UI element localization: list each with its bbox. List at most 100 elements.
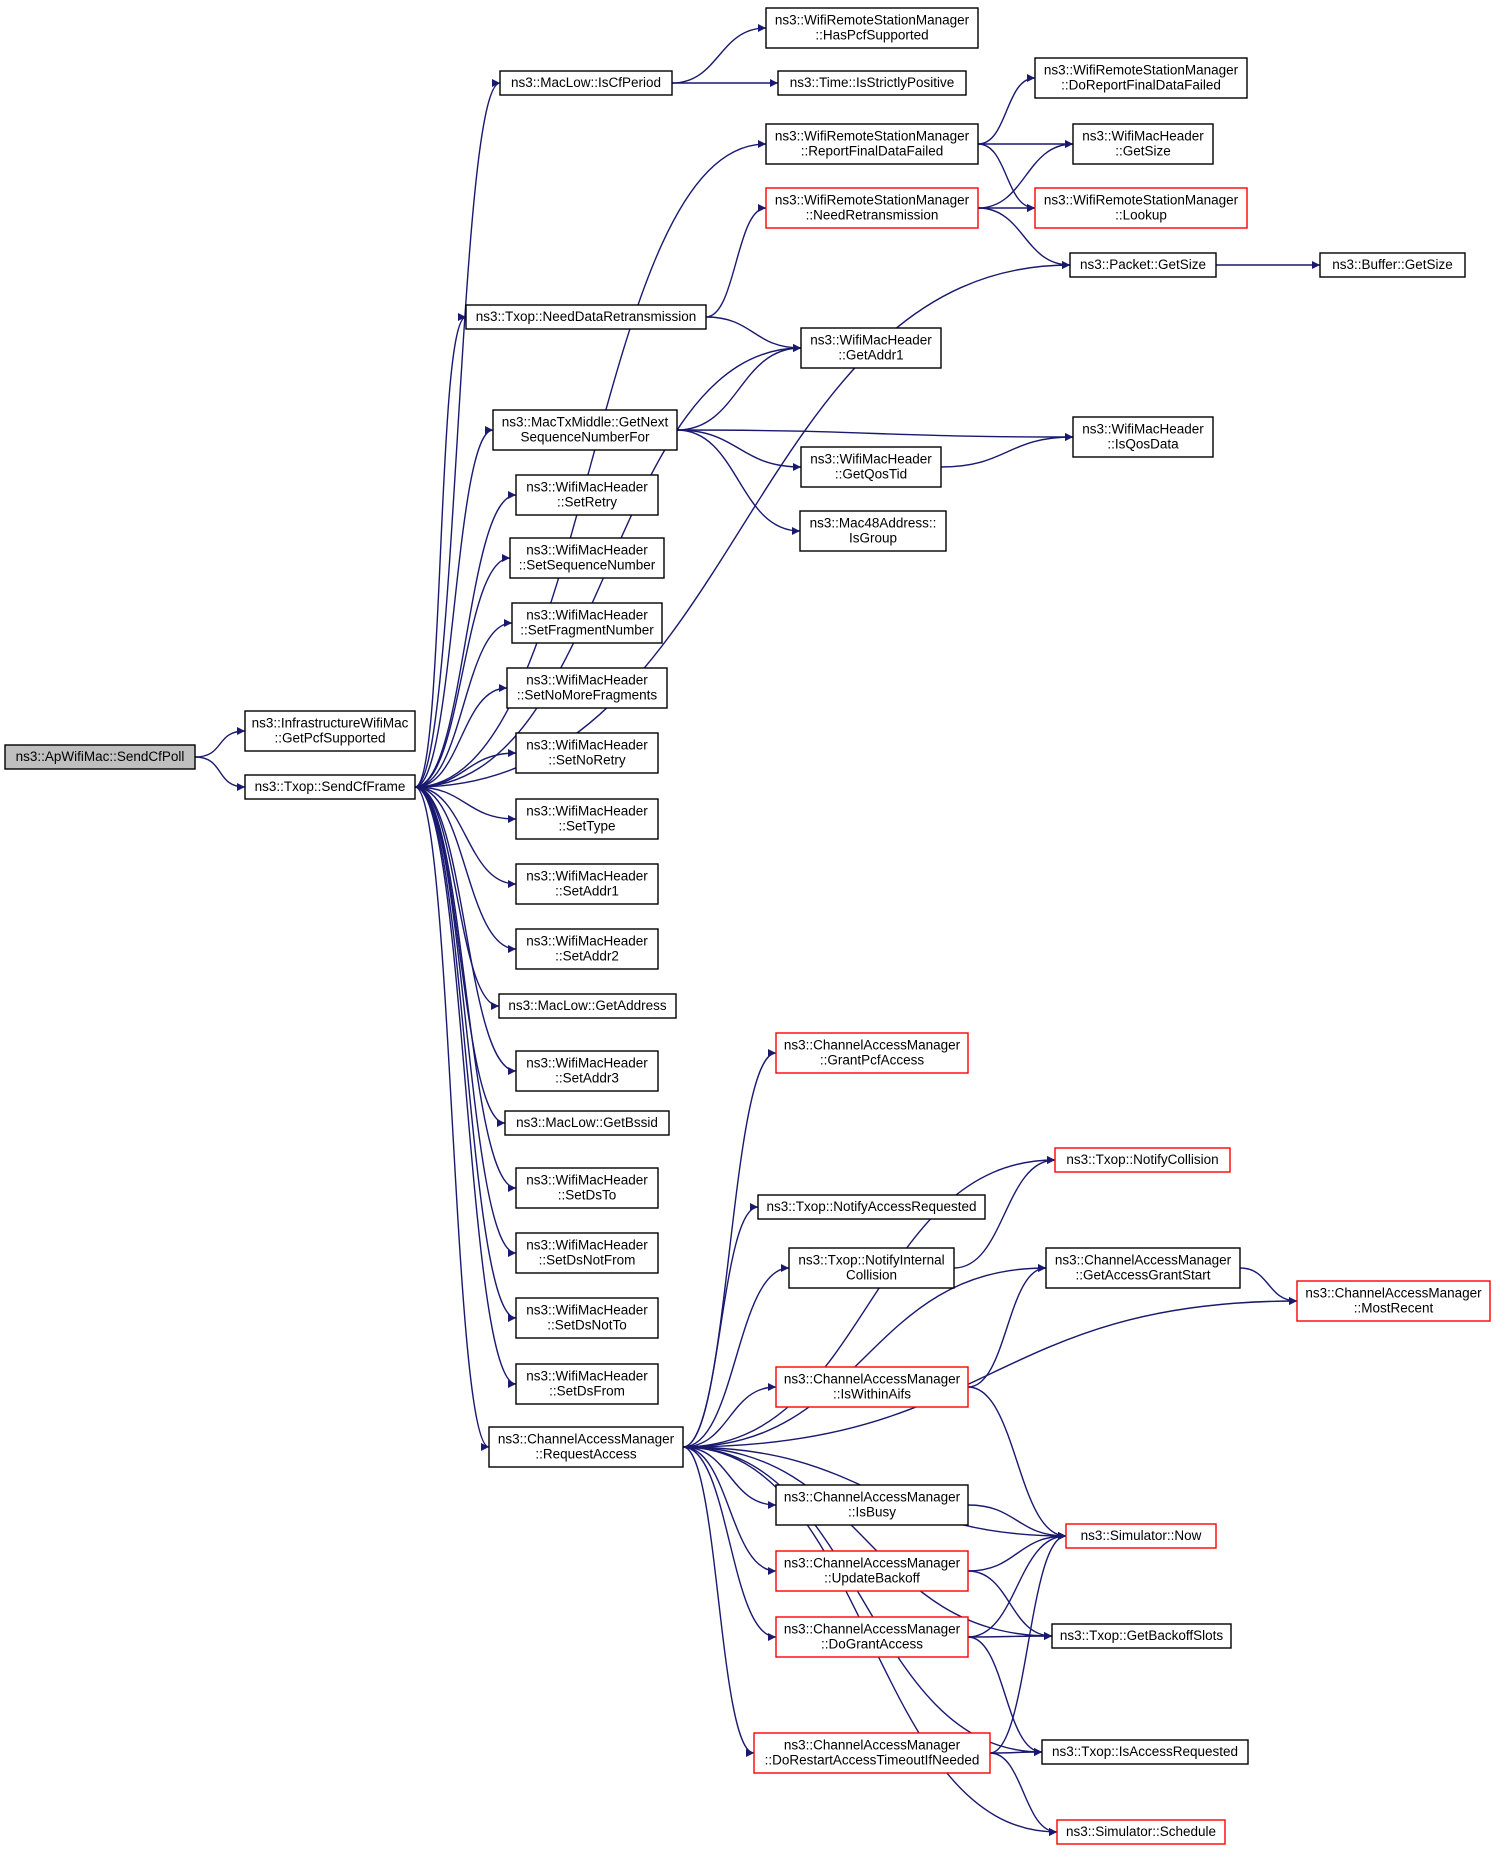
edge-withinaifs-to-simnow — [967, 1386, 1067, 1540]
edge — [940, 433, 1074, 468]
node-notifycol[interactable]: ns3::Txop::NotifyCollision — [1054, 1147, 1231, 1173]
node-isaccreq[interactable]: ns3::Txop::IsAccessRequested — [1041, 1739, 1249, 1765]
node-box — [788, 1247, 955, 1289]
node-mostrecent[interactable]: ns3::ChannelAccessManager::MostRecent — [1296, 1280, 1491, 1322]
edge-dorestart-to-simnow — [989, 1532, 1067, 1754]
node-box — [1056, 1819, 1226, 1845]
node-setaddr2[interactable]: ns3::WifiMacHeader::SetAddr2 — [515, 928, 659, 970]
node-setseq[interactable]: ns3::WifiMacHeader::SetSequenceNumber — [509, 537, 665, 579]
edge-sendcf-to-needdata — [414, 313, 467, 788]
node-withinaifs[interactable]: ns3::ChannelAccessManager::IsWithinAifs — [775, 1366, 969, 1408]
node-getpcf[interactable]: ns3::InfrastructureWifiMac::GetPcfSuppor… — [244, 710, 416, 752]
node-label: ns3::WifiMacHeader — [810, 452, 932, 467]
node-dorestart[interactable]: ns3::ChannelAccessManager::DoRestartAcce… — [753, 1732, 991, 1774]
edge-sendcf-to-setaddr2 — [414, 786, 517, 953]
edge-nextseq-to-isgroup — [676, 429, 801, 535]
node-label: ::SetAddr2 — [555, 949, 619, 964]
node-setnomore[interactable]: ns3::WifiMacHeader::SetNoMoreFragments — [506, 667, 668, 709]
node-label: ::HasPcfSupported — [815, 28, 928, 43]
node-label: ::SetDsFrom — [549, 1384, 625, 1399]
edge-needret-to-hdrsize — [977, 140, 1074, 209]
node-label: ns3::WifiMacHeader — [1082, 422, 1204, 437]
node-simnow[interactable]: ns3::Simulator::Now — [1065, 1523, 1217, 1549]
node-label: ns3::MacLow::GetBssid — [516, 1115, 658, 1130]
node-setdsfrom[interactable]: ns3::WifiMacHeader::SetDsFrom — [515, 1363, 659, 1405]
edge — [953, 1156, 1056, 1269]
node-lookup[interactable]: ns3::WifiRemoteStationManager::Lookup — [1034, 187, 1248, 229]
node-isgroup[interactable]: ns3::Mac48Address::IsGroup — [799, 510, 947, 552]
edge — [414, 786, 517, 1192]
node-label: ns3::ChannelAccessManager — [784, 1738, 961, 1753]
node-iscfp[interactable]: ns3::MacLow::IsCfPeriod — [499, 70, 673, 96]
node-box — [515, 928, 659, 970]
node-label: ns3::MacLow::IsCfPeriod — [511, 75, 661, 90]
node-needdata[interactable]: ns3::Txop::NeedDataRetransmission — [465, 304, 707, 330]
node-setretry[interactable]: ns3::WifiMacHeader::SetRetry — [515, 474, 659, 516]
node-repfin[interactable]: ns3::WifiRemoteStationManager::ReportFin… — [765, 123, 979, 165]
node-label: ns3::WifiMacHeader — [526, 1056, 648, 1071]
node-haspcf[interactable]: ns3::WifiRemoteStationManager::HasPcfSup… — [765, 7, 979, 49]
node-isbusy[interactable]: ns3::ChannelAccessManager::IsBusy — [775, 1484, 969, 1526]
node-label: ns3::WifiMacHeader — [526, 804, 648, 819]
node-box — [765, 123, 979, 165]
node-setdsto[interactable]: ns3::WifiMacHeader::SetDsTo — [515, 1167, 659, 1209]
node-label: ::GrantPcfAccess — [820, 1053, 925, 1068]
node-label: ns3::Time::IsStrictlyPositive — [790, 75, 955, 90]
node-box — [775, 1616, 969, 1658]
node-label: ns3::Txop::NotifyCollision — [1066, 1152, 1218, 1167]
node-box — [4, 744, 196, 770]
edge — [682, 1446, 755, 1757]
node-nextseq[interactable]: ns3::MacTxMiddle::GetNextSequenceNumberF… — [492, 409, 678, 451]
node-label: ns3::ChannelAccessManager — [498, 1432, 675, 1447]
node-label: ns3::WifiMacHeader — [526, 673, 648, 688]
node-reqacc[interactable]: ns3::ChannelAccessManager::RequestAccess — [488, 1426, 684, 1468]
node-notifyreq[interactable]: ns3::Txop::NotifyAccessRequested — [757, 1194, 986, 1220]
edge-sendcf-to-setaddr3 — [414, 786, 517, 1075]
node-backslots[interactable]: ns3::Txop::GetBackoffSlots — [1051, 1623, 1232, 1649]
node-grantpcf[interactable]: ns3::ChannelAccessManager::GrantPcfAcces… — [775, 1032, 969, 1074]
node-sendcf[interactable]: ns3::Txop::SendCfFrame — [244, 774, 416, 800]
node-hdrsize[interactable]: ns3::WifiMacHeader::GetSize — [1072, 123, 1214, 165]
edge — [967, 1264, 1047, 1388]
node-qostid[interactable]: ns3::WifiMacHeader::GetQosTid — [800, 446, 942, 488]
node-label: ns3::WifiMacHeader — [526, 1238, 648, 1253]
edge-getgrant-to-mostrecent — [1239, 1267, 1298, 1305]
node-setdsnotto[interactable]: ns3::WifiMacHeader::SetDsNotTo — [515, 1297, 659, 1339]
node-setaddr1[interactable]: ns3::WifiMacHeader::SetAddr1 — [515, 863, 659, 905]
edge — [414, 786, 517, 953]
node-label: ns3::ChannelAccessManager — [1305, 1286, 1482, 1301]
node-strict[interactable]: ns3::Time::IsStrictlyPositive — [777, 70, 967, 96]
node-box — [506, 667, 668, 709]
node-box — [511, 602, 663, 644]
node-label: ::SetDsTo — [558, 1188, 617, 1203]
node-pktsize[interactable]: ns3::Packet::GetSize — [1069, 252, 1217, 278]
node-updback[interactable]: ns3::ChannelAccessManager::UpdateBackoff — [775, 1550, 969, 1592]
node-label: ::DoRestartAccessTimeoutIfNeeded — [765, 1753, 980, 1768]
node-root[interactable]: ns3::ApWifiMac::SendCfPoll — [4, 744, 196, 770]
edge — [414, 619, 513, 788]
node-bufsize[interactable]: ns3::Buffer::GetSize — [1319, 252, 1466, 278]
edge-needret-to-pktsize — [977, 207, 1071, 269]
node-label: ::GetAccessGrantStart — [1075, 1268, 1210, 1283]
node-dogrant[interactable]: ns3::ChannelAccessManager::DoGrantAccess — [775, 1616, 969, 1658]
edge — [414, 786, 517, 1257]
node-getbssid[interactable]: ns3::MacLow::GetBssid — [504, 1110, 670, 1136]
node-box — [757, 1194, 986, 1220]
node-getaddress[interactable]: ns3::MacLow::GetAddress — [498, 993, 677, 1019]
node-isqos[interactable]: ns3::WifiMacHeader::IsQosData — [1072, 416, 1214, 458]
node-label: ::GetQosTid — [835, 467, 907, 482]
node-label: ns3::Txop::SendCfFrame — [255, 779, 406, 794]
node-schedule[interactable]: ns3::Simulator::Schedule — [1056, 1819, 1226, 1845]
node-setdsnotfrom[interactable]: ns3::WifiMacHeader::SetDsNotFrom — [515, 1232, 659, 1274]
node-getgrant[interactable]: ns3::ChannelAccessManager::GetAccessGran… — [1045, 1247, 1241, 1289]
node-label: ::MostRecent — [1354, 1301, 1434, 1316]
node-addr1get[interactable]: ns3::WifiMacHeader::GetAddr1 — [800, 327, 942, 369]
node-dorep[interactable]: ns3::WifiRemoteStationManager::DoReportF… — [1034, 57, 1248, 99]
edge-repfin-to-lookup — [977, 143, 1036, 212]
node-setfrag[interactable]: ns3::WifiMacHeader::SetFragmentNumber — [511, 602, 663, 644]
node-needret[interactable]: ns3::WifiRemoteStationManager::NeedRetra… — [765, 187, 979, 229]
node-setaddr3[interactable]: ns3::WifiMacHeader::SetAddr3 — [515, 1050, 659, 1092]
node-setnoretry[interactable]: ns3::WifiMacHeader::SetNoRetry — [515, 732, 659, 774]
node-settype[interactable]: ns3::WifiMacHeader::SetType — [515, 798, 659, 840]
